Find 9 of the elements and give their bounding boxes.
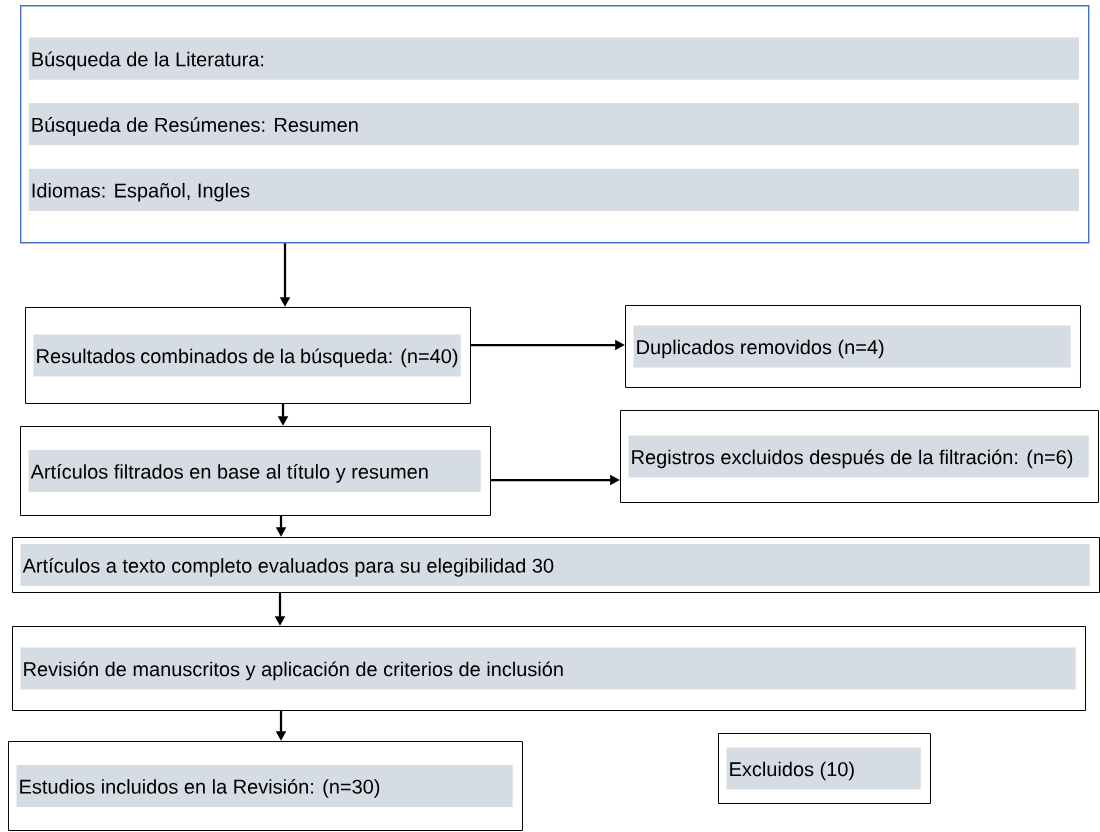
- process-box: Revisión de manuscritos y aplicación de criterios de inclusión: [12, 626, 1086, 711]
- process-box: Resultados combinados de la búsqueda: (n=40): [25, 307, 471, 404]
- process-box: Artículos a texto completo evaluados para su elegibilidad 30: [12, 537, 1100, 593]
- process-box: Registros excluidos después de la filtración: (n=6): [620, 410, 1099, 503]
- process-box: Artículos filtrados en base al título y resumen: [20, 426, 491, 516]
- process-box: Estudios incluidos en la Revisión: (n=30): [8, 741, 523, 831]
- process-box: Excluidos (10): [718, 733, 931, 804]
- process-box: Duplicados removidos (n=4): [625, 305, 1081, 388]
- process-box: Búsqueda de la Literatura: Búsqueda de Resúmenes: Resumen Idiomas: Español, Ingles: [20, 5, 1090, 244]
